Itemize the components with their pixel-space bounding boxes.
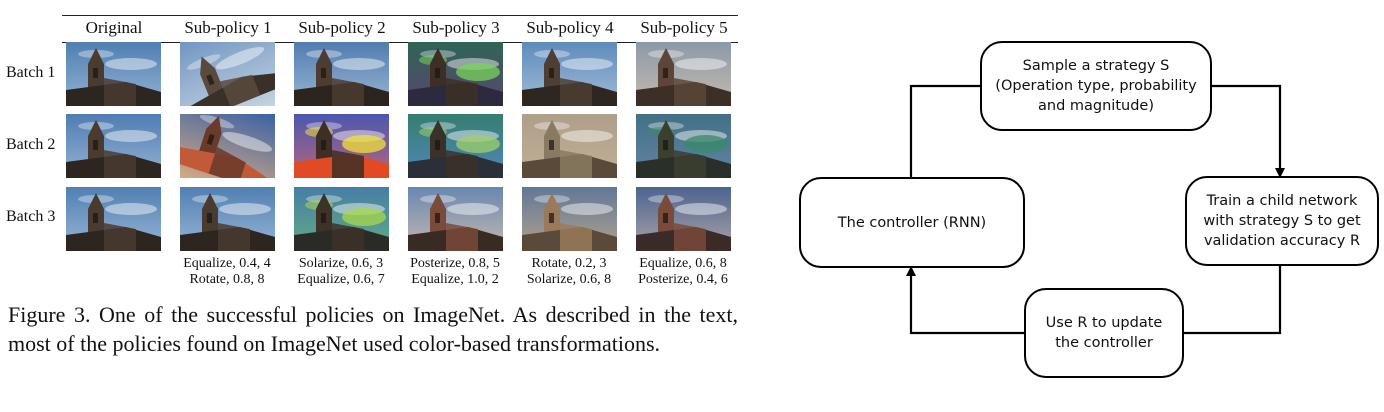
update-node-line-2: the controller	[1055, 335, 1153, 351]
figure-caption: Figure 3. One of the successful policies…	[8, 302, 738, 356]
operation-1: Solarize, 0.6, 3	[298, 256, 384, 271]
sub-policy-1-operations: Equalize, 0.4, 4 Rotate, 0.8, 8	[168, 256, 286, 288]
operation-1: Posterize, 0.8, 5	[410, 256, 500, 271]
thumbnail-image	[408, 42, 503, 106]
thumbnail-image	[408, 114, 503, 178]
operation-2: Rotate, 0.8, 8	[189, 272, 265, 287]
sample-node-line-3: and magnitude)	[1038, 98, 1154, 114]
operation-2: Equalize, 0.6, 7	[297, 272, 385, 287]
column-header-original: Original	[85, 18, 143, 37]
arrow-update-to-controller	[906, 266, 1024, 335]
update-node-line-1: Use R to update	[1045, 315, 1163, 331]
row-label-batch-2: Batch 2	[6, 136, 56, 153]
augmentation-policy-figure: Original Sub-policy 1 Sub-policy 2 Sub-p…	[6, 15, 742, 356]
thumbnail-image	[636, 42, 731, 106]
operation-1: Rotate, 0.2, 3	[531, 256, 607, 271]
thumbnail-image	[522, 42, 617, 106]
thumbnail-image	[180, 42, 275, 106]
connector-train-to-update	[1184, 266, 1282, 335]
sample-node-line-1: Sample a strategy S	[1022, 58, 1170, 74]
train-node-line-3: validation accuracy R	[1203, 233, 1361, 249]
operation-1: Equalize, 0.6, 8	[639, 256, 727, 271]
sub-policy-2-operations: Solarize, 0.6, 3 Equalize, 0.6, 7	[282, 256, 400, 288]
thumbnail-image	[294, 42, 389, 106]
operation-2: Solarize, 0.6, 8	[526, 272, 612, 287]
thumbnail-image	[66, 114, 161, 178]
update-controller-node: Use R to update the controller	[1024, 288, 1184, 378]
table-header-rule	[62, 42, 738, 43]
row-label-batch-1: Batch 1	[6, 64, 56, 81]
operation-1: Equalize, 0.4, 4	[183, 256, 271, 271]
sample-node-line-2: (Operation type, probability	[995, 78, 1197, 94]
sub-policy-5-operations: Equalize, 0.6, 8 Posterize, 0.4, 6	[624, 256, 742, 288]
operation-2: Equalize, 1.0, 2	[411, 272, 499, 287]
column-header-sub-policy-3: Sub-policy 3	[412, 18, 500, 37]
column-header-sub-policy-2: Sub-policy 2	[298, 18, 386, 37]
sub-policy-4-operations: Rotate, 0.2, 3 Solarize, 0.6, 8	[510, 256, 628, 288]
controller-rnn-node: The controller (RNN)	[799, 177, 1025, 268]
diagram-connectors	[906, 84, 1285, 335]
thumbnail-image	[408, 187, 503, 251]
row-label-batch-3: Batch 3	[6, 208, 56, 225]
sub-policy-3-operations: Posterize, 0.8, 5 Equalize, 1.0, 2	[396, 256, 514, 288]
train-node-line-1: Train a child network	[1206, 193, 1358, 209]
column-header-sub-policy-1: Sub-policy 1	[184, 18, 272, 37]
column-header-sub-policy-5: Sub-policy 5	[640, 18, 728, 37]
table-top-rule	[62, 15, 738, 16]
train-child-network-node: Train a child network with strategy S to…	[1185, 176, 1379, 266]
thumbnail-image	[522, 114, 617, 178]
connector-controller-to-sample	[909, 84, 980, 177]
thumbnail-image	[294, 187, 389, 251]
column-header-sub-policy-4: Sub-policy 4	[526, 18, 614, 37]
sample-strategy-node: Sample a strategy S (Operation type, pro…	[980, 41, 1212, 131]
train-node-line-2: with strategy S to get	[1203, 213, 1361, 229]
thumbnail-image	[66, 187, 161, 251]
thumbnail-image	[294, 114, 389, 178]
thumbnail-image	[636, 187, 731, 251]
thumbnail-image	[522, 187, 617, 251]
arrow-sample-to-train	[1212, 84, 1285, 178]
thumbnail-image	[180, 187, 275, 251]
thumbnail-image	[636, 114, 731, 178]
autoaugment-loop-diagram: Sample a strategy S (Operation type, pro…	[760, 0, 1384, 412]
thumbnail-image	[180, 114, 275, 178]
thumbnail-image	[66, 42, 161, 106]
controller-node-label: The controller (RNN)	[837, 214, 987, 231]
operation-2: Posterize, 0.4, 6	[638, 272, 728, 287]
